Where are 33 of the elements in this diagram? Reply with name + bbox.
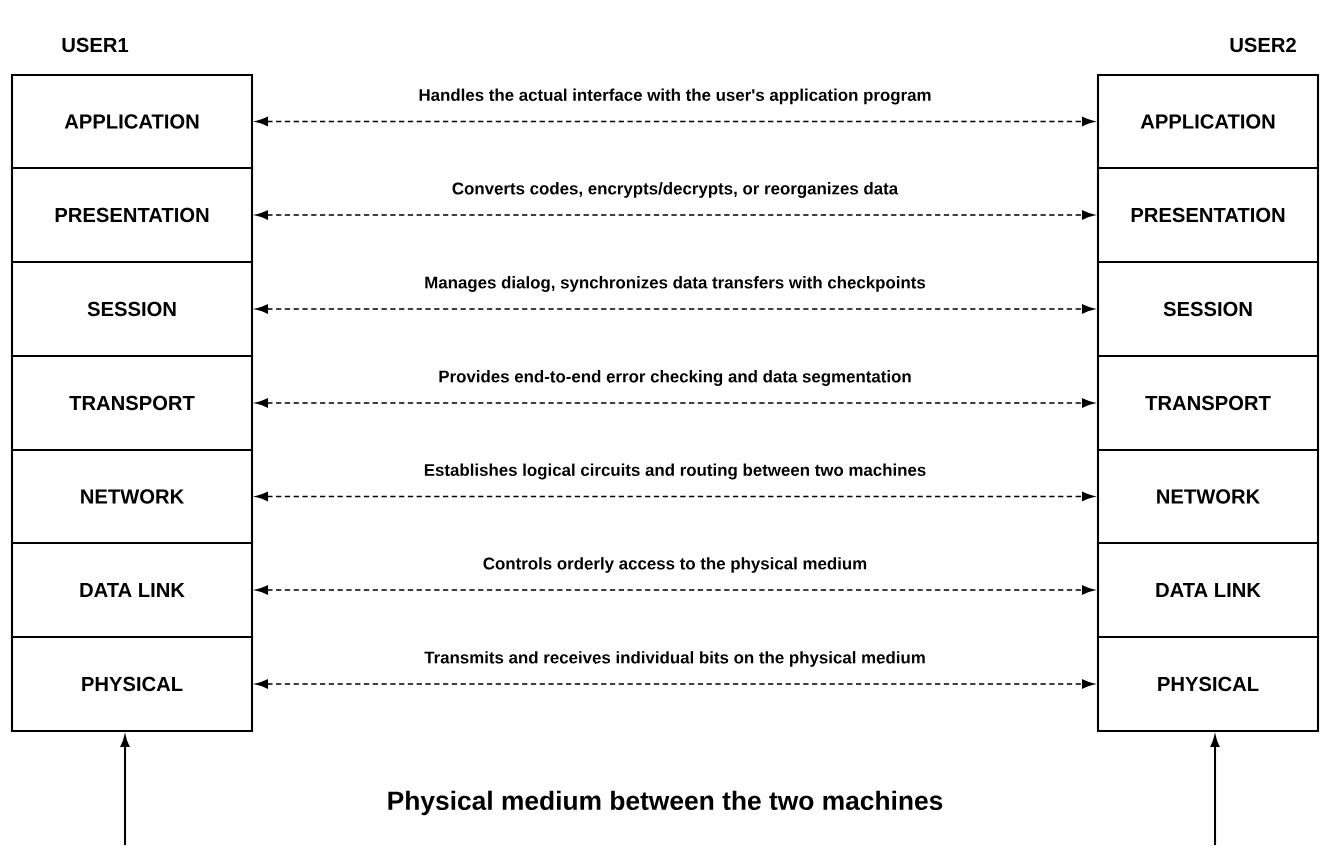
dashed-arrow <box>255 210 1095 220</box>
layer-box: DATA LINK <box>1096 541 1320 639</box>
layer-box: APPLICATION <box>10 73 254 170</box>
layer-box: TRANSPORT <box>10 354 254 452</box>
layer-box: SESSION <box>10 260 254 358</box>
dashed-arrow <box>255 679 1095 689</box>
dashed-arrow <box>255 304 1095 314</box>
layer-box: DATA LINK <box>10 541 254 639</box>
dashed-arrow <box>255 117 1095 126</box>
dashed-arrow <box>255 398 1095 408</box>
layer-box: NETWORK <box>10 448 254 545</box>
caption-text: Physical medium between the two machines <box>388 790 943 816</box>
layer-box: PHYSICAL <box>1096 635 1320 733</box>
edge-label: Transmits and receives individual bits on the physical medium <box>424 651 925 667</box>
layer-box: PRESENTATION <box>1096 166 1320 264</box>
layer-box: TRANSPORT <box>1096 354 1320 452</box>
column-heading: USER2 <box>1230 37 1296 53</box>
edge-label: Provides end-to-end error checking and data segmentation <box>439 370 911 386</box>
arrow <box>120 735 130 845</box>
edge-label: Controls orderly access to the physical medium <box>483 557 867 573</box>
edge-label: Manages dialog, synchronizes data transfers with checkpoints <box>425 276 926 292</box>
edge-label: Handles the actual interface with the user's application program <box>419 88 931 105</box>
edge-label: Converts codes, encrypts/decrypts, or reorganizes data <box>452 182 899 198</box>
dashed-arrow <box>255 585 1095 595</box>
edge-label: Establishes logical circuits and routing between two machines <box>424 463 926 480</box>
layer-box: APPLICATION <box>1096 73 1320 170</box>
column-heading: USER1 <box>62 37 129 53</box>
layer-box: PRESENTATION <box>10 166 254 264</box>
layer-box: SESSION <box>1096 260 1320 358</box>
layer-box: NETWORK <box>1096 448 1320 545</box>
dashed-arrow <box>255 492 1095 501</box>
arrow <box>1210 735 1220 845</box>
layer-box: PHYSICAL <box>10 635 254 733</box>
